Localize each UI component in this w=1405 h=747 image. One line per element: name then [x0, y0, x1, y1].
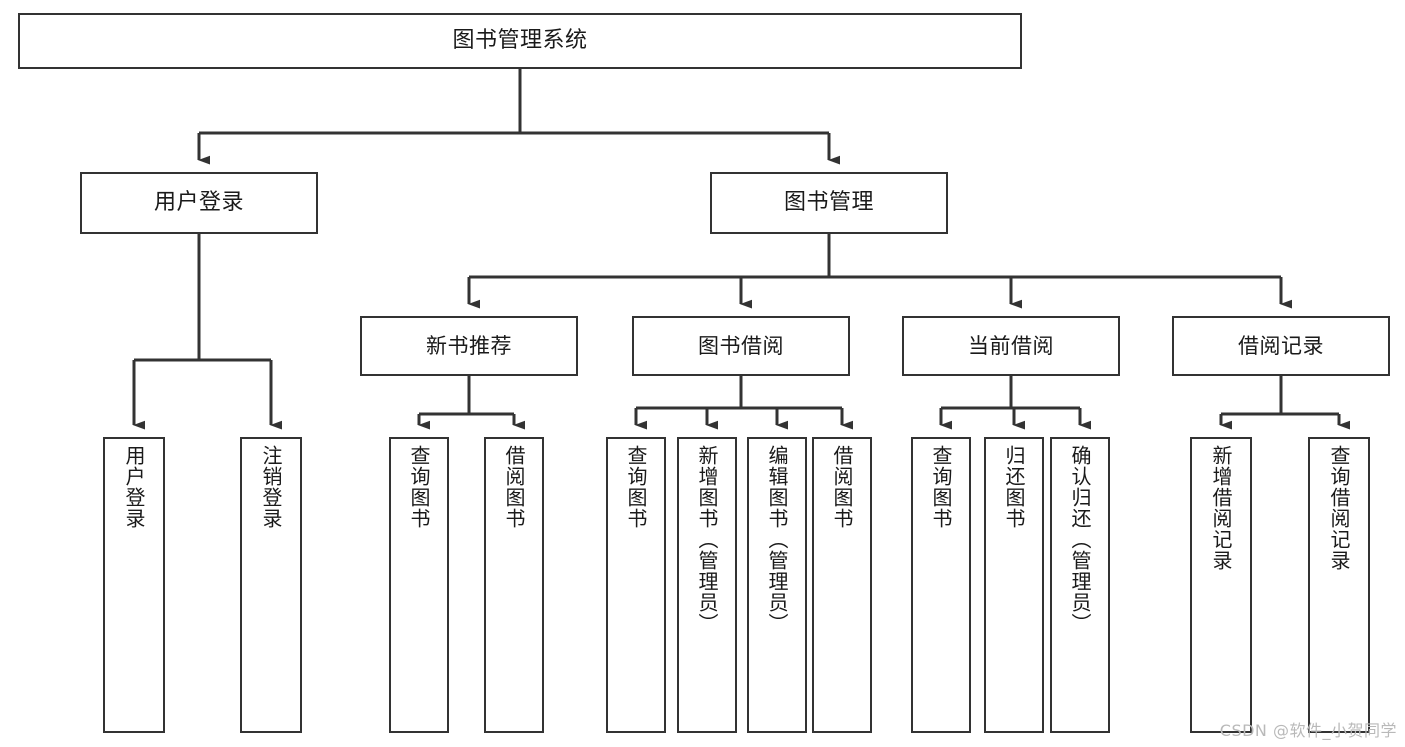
node-leaf-user-login[interactable]: 用户登录	[103, 437, 165, 733]
node-new-book-recommend[interactable]: 新书推荐	[360, 316, 578, 376]
csdn-watermark: CSDN @软件_小贺同学	[1219, 721, 1397, 740]
node-borrow-record[interactable]: 借阅记录	[1172, 316, 1390, 376]
node-leaf-cb-return-book[interactable]: 归还图书	[984, 437, 1044, 733]
node-root-label: 图书管理系统	[452, 28, 588, 54]
node-leaf-nb-borrow-book[interactable]: 借阅图书	[484, 437, 544, 733]
node-book-borrow[interactable]: 图书借阅	[632, 316, 850, 376]
node-leaf-cb-confirm-return[interactable]: 确认归还（管理员）	[1050, 437, 1110, 733]
node-leaf-logout[interactable]: 注销登录	[240, 437, 302, 733]
node-user-login[interactable]: 用户登录	[80, 172, 318, 234]
node-book-borrow-label: 图书借阅	[698, 333, 784, 358]
node-leaf-cb-query-book-label: 查询图书	[929, 445, 953, 529]
node-current-borrow[interactable]: 当前借阅	[902, 316, 1120, 376]
node-leaf-nb-query-book[interactable]: 查询图书	[389, 437, 449, 733]
node-leaf-bb-borrow-book-label: 借阅图书	[830, 445, 854, 529]
node-leaf-bb-edit-book[interactable]: 编辑图书（管理员）	[747, 437, 807, 733]
node-leaf-logout-label: 注销登录	[259, 445, 283, 529]
node-leaf-br-query-record-label: 查询借阅记录	[1327, 445, 1351, 571]
node-borrow-record-label: 借阅记录	[1238, 333, 1324, 358]
node-leaf-bb-edit-book-label: 编辑图书（管理员）	[765, 445, 789, 634]
node-book-manage-label: 图书管理	[783, 190, 874, 216]
node-leaf-cb-query-book[interactable]: 查询图书	[911, 437, 971, 733]
node-leaf-br-add-record[interactable]: 新增借阅记录	[1190, 437, 1252, 733]
node-leaf-br-query-record[interactable]: 查询借阅记录	[1308, 437, 1370, 733]
node-leaf-bb-add-book[interactable]: 新增图书（管理员）	[677, 437, 737, 733]
node-leaf-bb-add-book-label: 新增图书（管理员）	[695, 445, 719, 634]
node-current-borrow-label: 当前借阅	[968, 333, 1054, 358]
node-book-manage[interactable]: 图书管理	[710, 172, 948, 234]
node-leaf-bb-query-book[interactable]: 查询图书	[606, 437, 666, 733]
node-user-login-label: 用户登录	[153, 190, 244, 216]
node-leaf-nb-borrow-book-label: 借阅图书	[502, 445, 526, 529]
node-leaf-bb-query-book-label: 查询图书	[624, 445, 648, 529]
node-root[interactable]: 图书管理系统	[18, 13, 1022, 69]
node-leaf-cb-confirm-return-label: 确认归还（管理员）	[1068, 445, 1092, 634]
node-new-book-recommend-label: 新书推荐	[426, 333, 512, 358]
node-leaf-nb-query-book-label: 查询图书	[407, 445, 431, 529]
node-leaf-bb-borrow-book[interactable]: 借阅图书	[812, 437, 872, 733]
node-leaf-user-login-label: 用户登录	[122, 445, 146, 529]
node-leaf-br-add-record-label: 新增借阅记录	[1209, 445, 1233, 571]
node-leaf-cb-return-book-label: 归还图书	[1002, 445, 1026, 529]
